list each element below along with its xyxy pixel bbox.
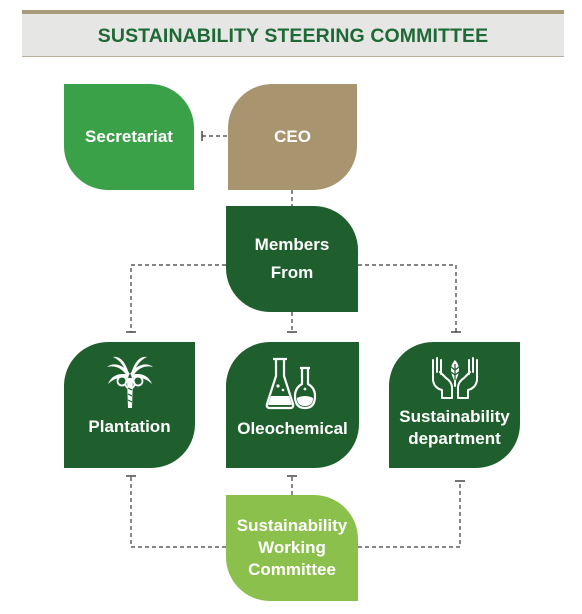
members-plantation-connector [130,264,226,332]
ceo-label: CEO [274,127,311,146]
secretariat-node: Secretariat [64,84,194,190]
ceo-node: CEO [228,84,357,190]
hands-leaf-icon [431,357,478,399]
plantation-label: Plantation [88,417,171,436]
sustainability-label-line1: Sustainability [399,407,510,426]
lab-flask-icon [265,357,316,410]
members-label-line1: Members [254,235,330,254]
members-sustainability-connector [358,264,457,332]
palm-tree-icon [106,356,153,408]
sustainability-label-line2: department [408,429,501,448]
diagram-title: SUSTAINABILITY STEERING COMMITTEE [97,25,489,47]
members-label-line2: From [270,263,314,282]
working-label-line1: Sustainability [236,516,348,535]
title-bar: SUSTAINABILITY STEERING COMMITTEE [22,10,564,57]
oleochemical-node: Oleochemical [226,342,359,468]
members-from-node: Members From [226,206,358,312]
sustainability-department-node: Sustainability department [389,342,520,468]
working-committee-node: Sustainability Working Committee [226,495,358,601]
secretariat-label: Secretariat [85,127,173,146]
working-label-line2: Working [258,538,326,557]
working-plantation-connector [130,476,226,548]
plantation-node: Plantation [64,342,195,468]
working-label-line3: Committee [248,560,336,579]
oleochemical-label: Oleochemical [237,419,348,438]
working-sustainability-connector [358,481,461,548]
